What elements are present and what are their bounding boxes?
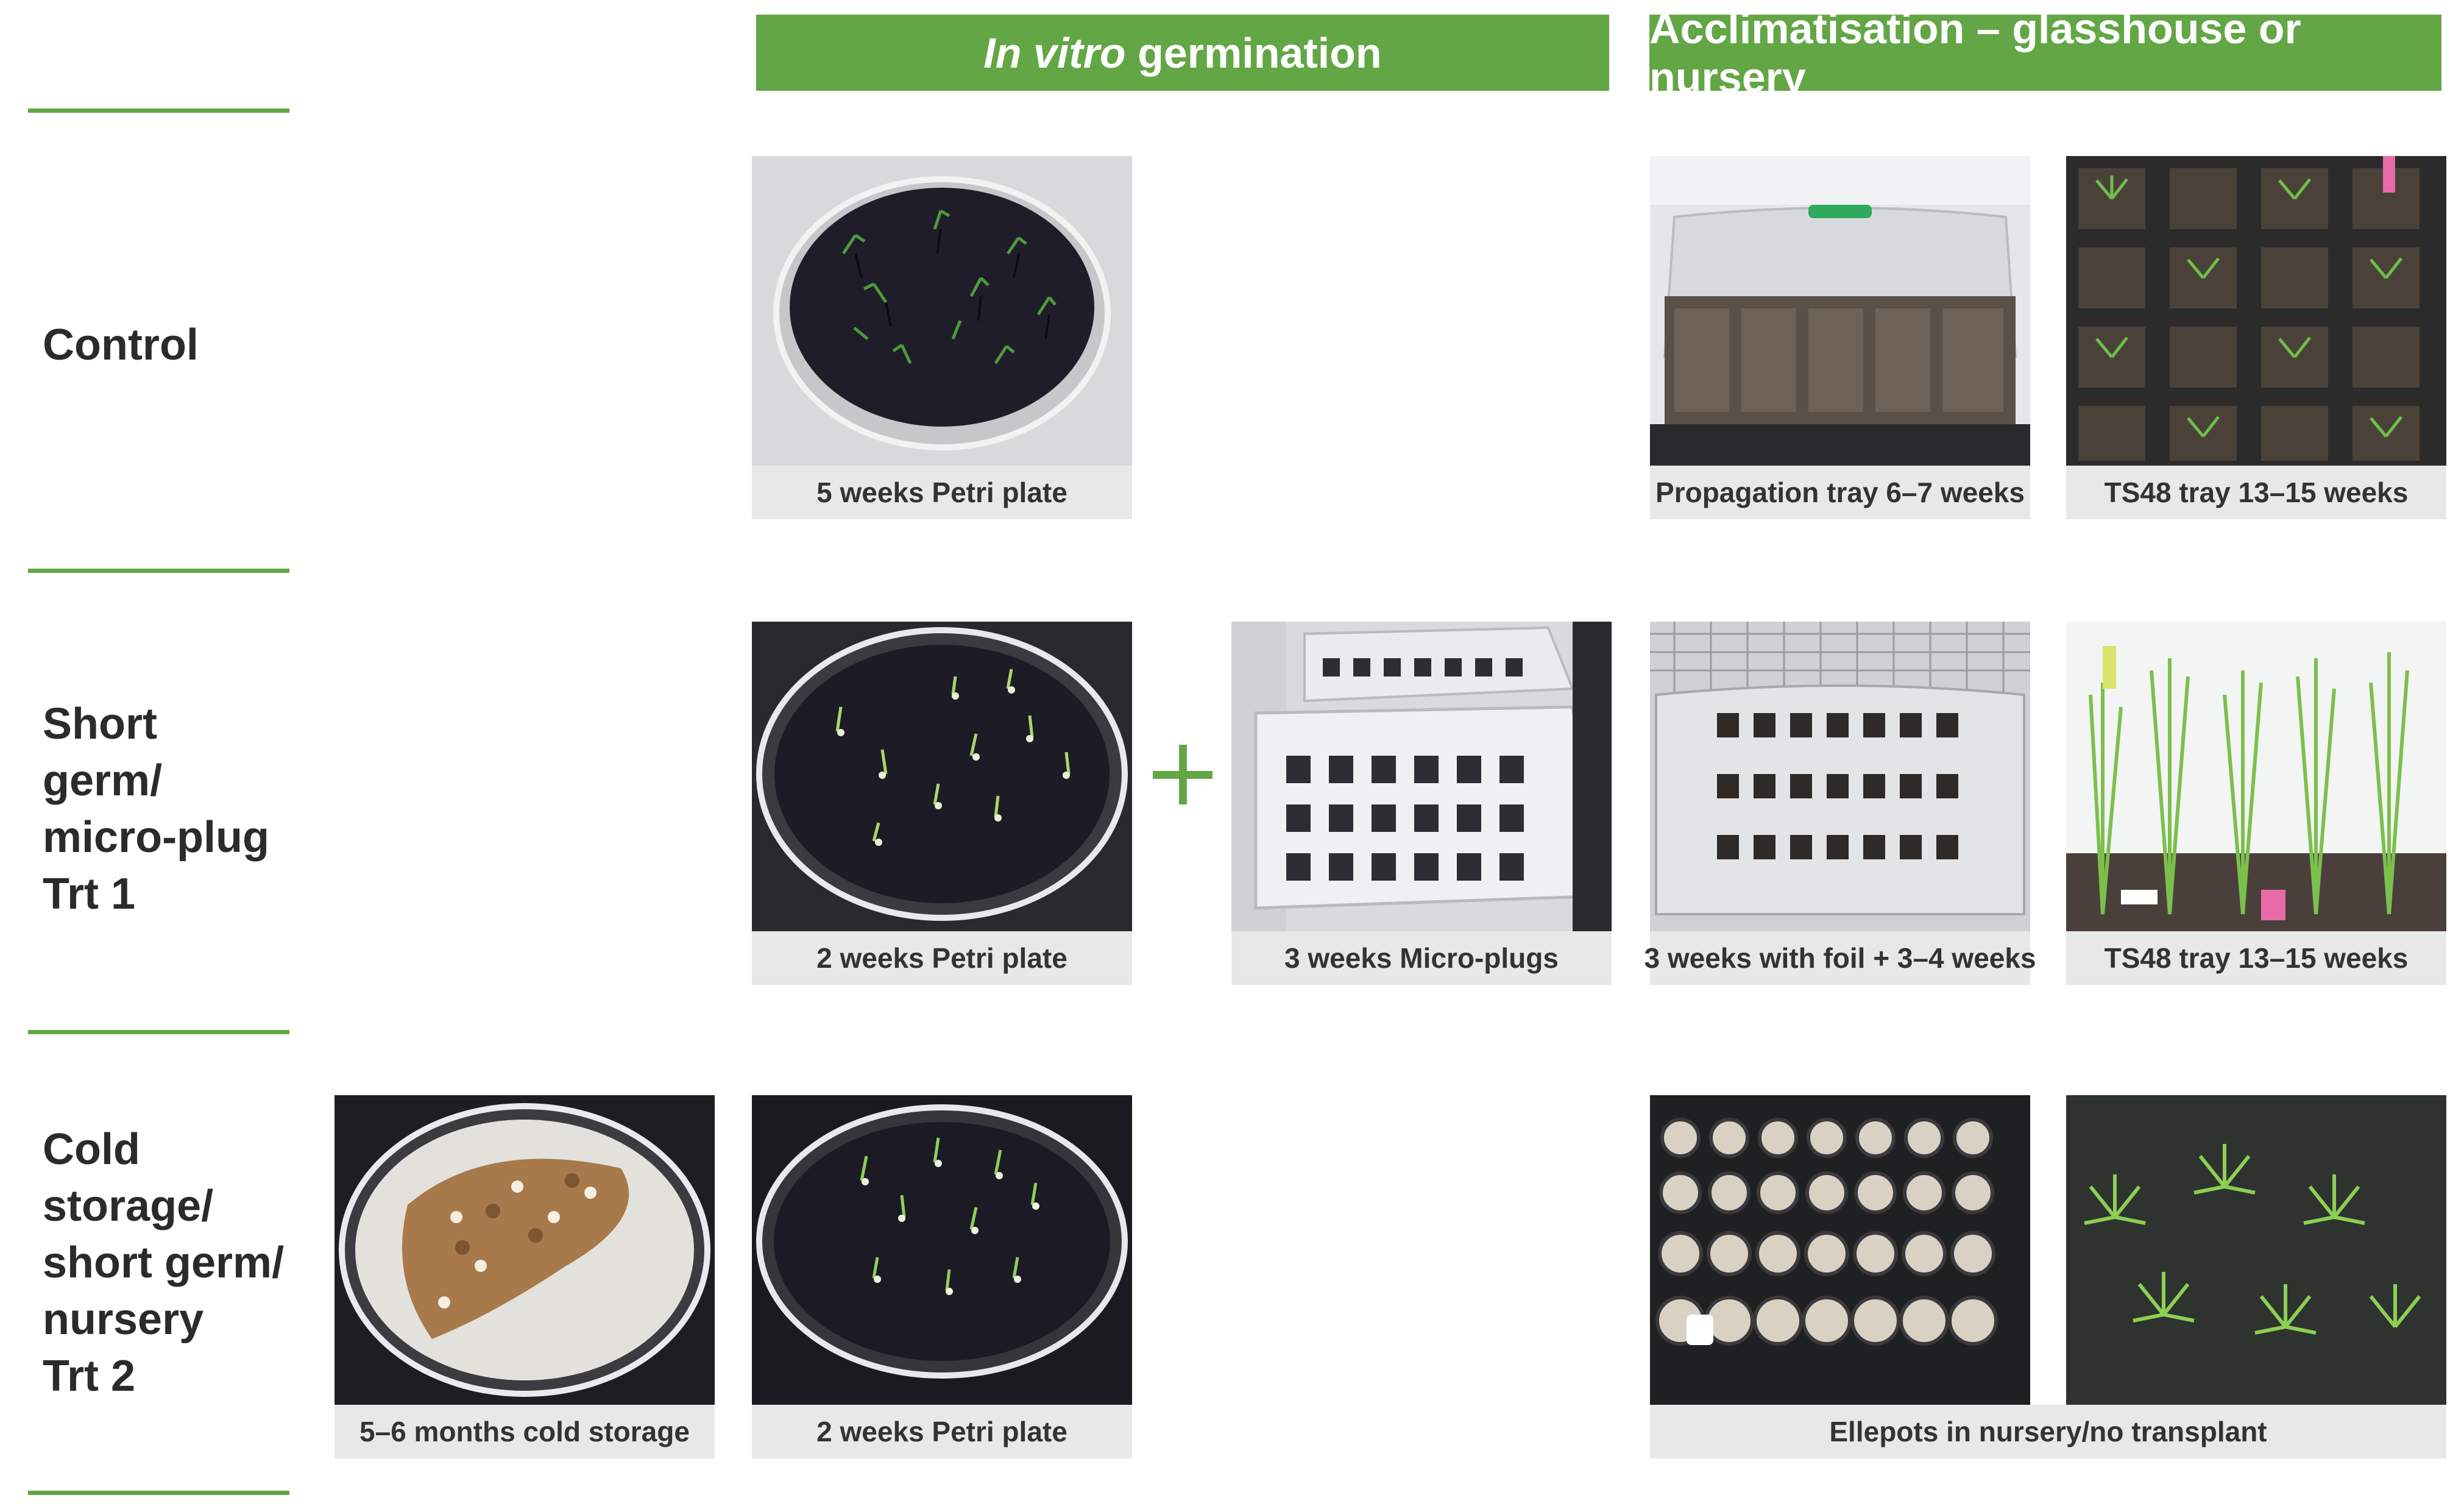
micro-plugs-photo	[1231, 622, 1612, 931]
row-label-line: Trt 1	[43, 870, 136, 918]
petri-plate-photo	[752, 1095, 1132, 1405]
caption: 2 weeks Petri plate	[752, 931, 1132, 985]
plus-icon	[1153, 745, 1213, 804]
petri-plate-photo	[752, 156, 1132, 466]
panel-control-propagation-tray: Propagation tray 6–7 weeks	[1650, 156, 2030, 519]
panel-trt1-foil: 3 weeks with foil + 3–4 weeks	[1644, 622, 2036, 985]
row-label-line: Short	[43, 700, 157, 748]
row-label-line: germ/	[43, 756, 163, 805]
row-label-line: Trt 2	[43, 1352, 136, 1401]
panel-trt1-ts48-tray: TS48 tray 13–15 weeks	[2066, 622, 2446, 985]
caption: TS48 tray 13–15 weeks	[2066, 931, 2446, 985]
row-label-control: Control	[43, 317, 199, 374]
ellepots-tray-photo	[1650, 1095, 2030, 1405]
divider-trt1	[28, 1030, 289, 1034]
panel-trt2-cold-storage: 5–6 months cold storage	[335, 1095, 715, 1458]
row-label-line: nursery	[43, 1295, 204, 1344]
panel-trt1-petri: 2 weeks Petri plate	[752, 622, 1132, 985]
panel-trt1-micro-plugs: 3 weeks Micro-plugs	[1231, 622, 1612, 985]
row-label-line: Control	[43, 321, 199, 369]
germination-label: germination	[1125, 29, 1382, 77]
panel-trt2-petri: 2 weeks Petri plate	[752, 1095, 1132, 1458]
ts48-seedlings-photo	[2066, 622, 2446, 931]
divider-top	[28, 108, 289, 113]
caption: TS48 tray 13–15 weeks	[2066, 466, 2446, 519]
row-label-line: Cold	[43, 1125, 140, 1174]
nursery-seedlings-photo	[2066, 1095, 2446, 1405]
divider-control	[28, 569, 289, 573]
ts48-tray-photo	[2066, 156, 2446, 466]
row-label-line: short germ/	[43, 1238, 285, 1287]
row-label-line: micro-plug	[43, 813, 269, 862]
caption: 2 weeks Petri plate	[752, 1405, 1132, 1458]
panel-control-ts48-tray: TS48 tray 13–15 weeks	[2066, 156, 2446, 519]
row-label-trt1: Short germ/ micro-plug Trt 1	[43, 696, 269, 923]
caption: 3 weeks Micro-plugs	[1231, 931, 1612, 985]
foil-tray-photo	[1650, 622, 2030, 931]
cold-storage-photo	[335, 1095, 715, 1405]
petri-plate-photo	[752, 622, 1132, 931]
panel-trt2-ellepots: Ellepots in nursery/no transplant	[1650, 1095, 2446, 1458]
in-vitro-italic: In vitro	[983, 29, 1126, 77]
caption: Ellepots in nursery/no transplant	[1650, 1405, 2446, 1458]
acclimatisation-header: Acclimatisation – glasshouse or nursery	[1649, 5, 2441, 101]
divider-bottom	[28, 1491, 289, 1495]
in-vitro-germination-header: In vitro germination	[756, 15, 1609, 91]
panel-control-petri: 5 weeks Petri plate	[752, 156, 1132, 519]
caption: 3 weeks with foil + 3–4 weeks	[1644, 931, 2036, 985]
row-label-trt2: Cold storage/ short germ/ nursery Trt 2	[43, 1121, 284, 1405]
row-label-line: storage/	[43, 1182, 214, 1230]
propagation-tray-photo	[1650, 156, 2030, 466]
caption: 5 weeks Petri plate	[752, 466, 1132, 519]
caption: 5–6 months cold storage	[335, 1405, 715, 1458]
caption: Propagation tray 6–7 weeks	[1650, 466, 2030, 519]
